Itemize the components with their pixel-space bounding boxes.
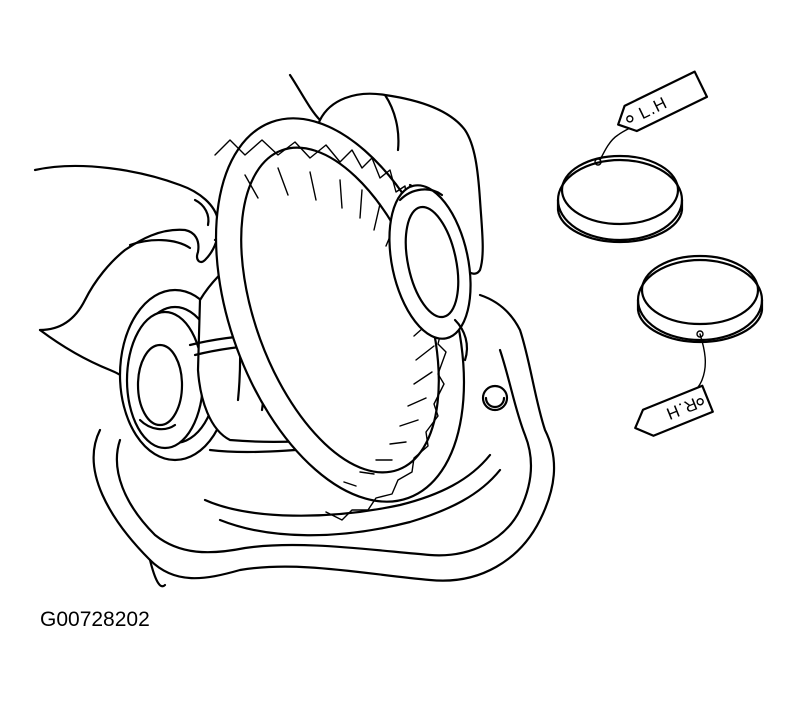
left-hand-tag: L.H — [617, 70, 709, 133]
right-side-bearing — [388, 184, 472, 362]
carrier-housing — [92, 293, 556, 588]
right-bearing-race — [636, 254, 764, 399]
right-hand-tag: R.H — [634, 384, 714, 437]
figure-code: G00728202 — [40, 608, 150, 631]
left-bearing-race — [556, 127, 684, 244]
left-hand — [33, 164, 220, 397]
